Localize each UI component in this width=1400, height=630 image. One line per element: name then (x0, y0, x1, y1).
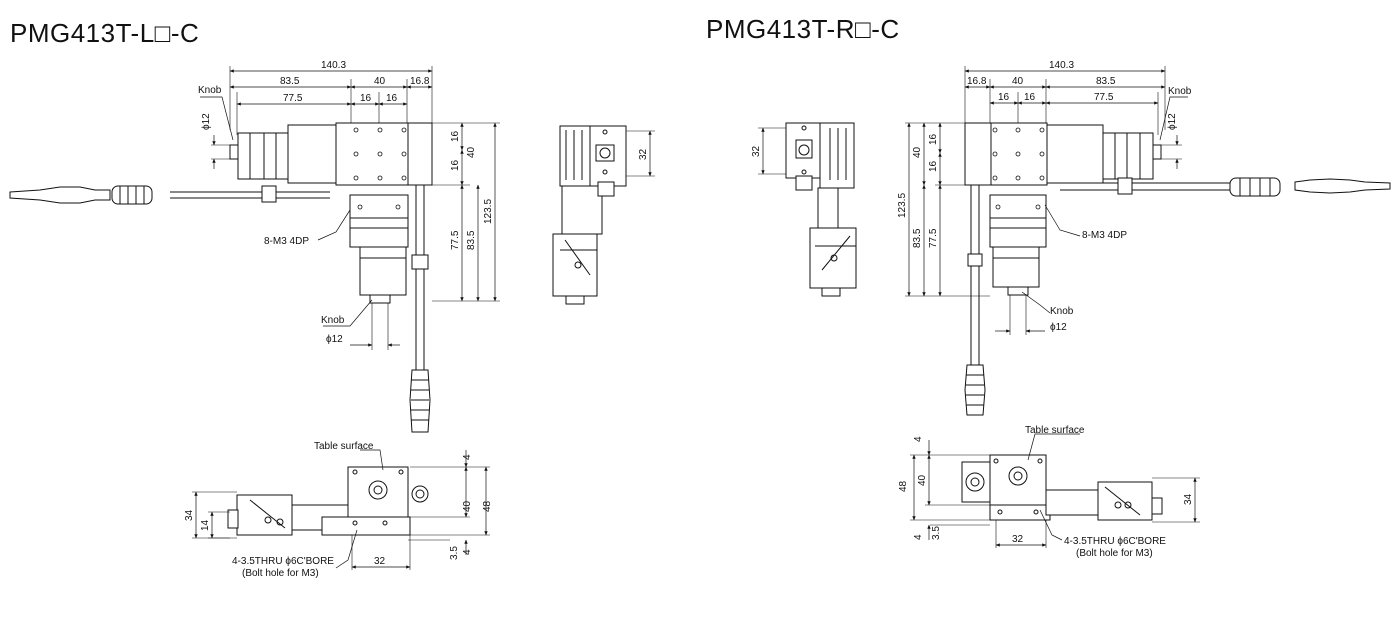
dim-4: 4 (462, 549, 473, 555)
left-front-view (192, 449, 490, 570)
dim-77-5: 77.5 (1094, 92, 1114, 103)
right-end-view (758, 122, 857, 297)
dim-40-side: 40 (912, 146, 923, 158)
knob-label: Knob (1168, 86, 1192, 97)
dim-16-side: 16 (450, 159, 461, 171)
knob-label-bottom: Knob (321, 315, 345, 326)
dim-77-5-side: 77.5 (450, 230, 461, 250)
end-dim-32: 32 (751, 145, 762, 157)
dim-14: 14 (200, 519, 211, 531)
bolt-note: (Bolt hole for M3) (242, 568, 319, 579)
end-dim-32: 32 (638, 148, 649, 160)
right-model-title: PMG413T-R□-C (706, 14, 900, 44)
dim-83-5-side: 83.5 (466, 230, 477, 250)
dim-40-side: 40 (466, 146, 477, 158)
knob-label: Knob (198, 85, 222, 96)
dim-123-5-side: 123.5 (483, 199, 494, 224)
dim-77-5-side: 77.5 (928, 228, 939, 248)
right-front-view (910, 433, 1200, 548)
dim-140-3: 140.3 (1049, 60, 1074, 71)
dim-16: 16 (998, 92, 1010, 103)
dim-40: 40 (917, 474, 928, 486)
dim-48: 48 (482, 500, 493, 512)
dim-16-side: 16 (928, 160, 939, 172)
tap-label: 8-M3 4DP (264, 236, 309, 247)
dim-34: 34 (1183, 493, 1194, 505)
phi12-label: ϕ12 (201, 113, 212, 130)
left-top-view (9, 66, 500, 433)
phi12-label-bottom: ϕ12 (326, 334, 343, 345)
dim-16-side: 16 (928, 133, 939, 145)
dim-16-8: 16.8 (967, 76, 987, 87)
right-top-view-labels: 140.3 16.8 40 83.5 16 16 77.5 Knob ϕ12 8… (897, 60, 1192, 333)
dim-48: 48 (898, 480, 909, 492)
dim-16-side: 16 (450, 130, 461, 142)
table-surface-label: Table surface (314, 441, 374, 452)
phi12-label: ϕ12 (1167, 113, 1178, 130)
dim-140-3: 140.3 (321, 60, 346, 71)
dim-16: 16 (386, 93, 398, 104)
dim-83-5-side: 83.5 (912, 228, 923, 248)
left-end-view (552, 125, 655, 305)
dim-40: 40 (1012, 76, 1024, 87)
dim-3-5: 3.5 (449, 546, 460, 560)
bolt-label: 4-3.5THRU ϕ6C'BORE (232, 556, 334, 567)
dim-83-5: 83.5 (1096, 76, 1116, 87)
bolt-label: 4-3.5THRU ϕ6C'BORE (1064, 536, 1166, 547)
dim-32: 32 (374, 556, 386, 567)
tap-label: 8-M3 4DP (1082, 230, 1127, 241)
dim-123-5-side: 123.5 (897, 193, 908, 218)
dim-83-5: 83.5 (280, 76, 300, 87)
dim-77-5: 77.5 (283, 93, 303, 104)
dim-16-8: 16.8 (410, 76, 430, 87)
left-top-view-labels: 140.3 83.5 40 16.8 77.5 16 16 Knob ϕ12 8… (198, 60, 494, 345)
left-model-title: PMG413T-L□-C (10, 18, 200, 48)
dim-32: 32 (1012, 534, 1024, 545)
table-surface-label: Table surface (1025, 425, 1085, 436)
dim-3-5: 3.5 (931, 526, 942, 540)
left-front-view-labels: Table surface 4 40 48 3.5 4 34 14 32 4-3… (184, 441, 493, 579)
bolt-note: (Bolt hole for M3) (1076, 548, 1153, 559)
dim-40: 40 (374, 76, 386, 87)
dim-4: 4 (462, 454, 473, 460)
dim-40: 40 (462, 500, 473, 512)
right-front-view-labels: Table surface 4 40 48 4 3.5 34 32 4-3.5T… (898, 425, 1194, 559)
knob-label-bottom: Knob (1050, 306, 1074, 317)
dim-4: 4 (913, 436, 924, 442)
phi12-label-bottom: ϕ12 (1050, 322, 1067, 333)
dim-34: 34 (184, 509, 195, 521)
dim-16: 16 (360, 93, 372, 104)
right-top-view (905, 66, 1391, 416)
dim-16: 16 (1024, 92, 1036, 103)
dim-4: 4 (913, 534, 924, 540)
